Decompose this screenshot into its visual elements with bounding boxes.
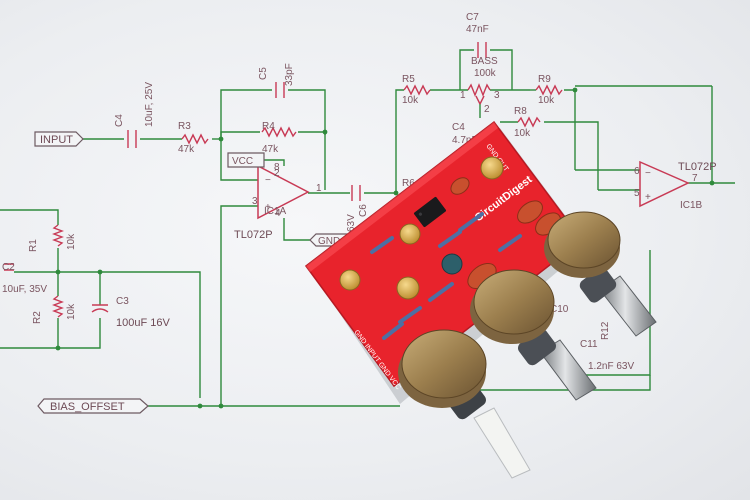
pin-2: 2 — [274, 168, 280, 179]
opamp-ic1a: − + — [257, 164, 310, 220]
opamp-ic1b: − + — [639, 160, 690, 208]
pot-pin-1: 1 — [460, 90, 466, 101]
c4b-name: C4 — [452, 122, 465, 133]
r12-name: R12 — [600, 321, 611, 340]
r1-value: 10k — [66, 233, 77, 250]
svg-text:−: − — [265, 175, 271, 186]
bass-value: 100k — [474, 68, 497, 79]
c11-value: 1.2nF 63V — [588, 361, 634, 372]
r6-name: R6 — [402, 178, 415, 189]
c11-name: C11 — [580, 339, 598, 350]
bias-offset-label: BIAS_OFFSET — [50, 401, 125, 413]
c7-name: C7 — [466, 12, 479, 23]
electrolytic-caps — [339, 156, 504, 300]
pin-8: 8 — [274, 162, 280, 173]
c2-value: 10uF, 35V — [2, 284, 47, 295]
pin-7: 7 — [692, 173, 698, 184]
r4-name: R4 — [262, 121, 275, 132]
r3-value: 47k — [178, 144, 195, 155]
potentiometer-left — [398, 329, 531, 479]
r8-value: 10k — [514, 128, 531, 139]
ic1b-name: IC1B — [680, 200, 703, 211]
c6-name: C6 — [358, 204, 369, 217]
pot-pin-2: 2 — [484, 104, 490, 115]
r2-value: 10k — [66, 303, 77, 320]
vcc-port-tag — [227, 152, 265, 168]
c5-value: 33pF — [284, 63, 295, 86]
bias-offset-port-tag — [37, 398, 149, 414]
film-caps — [450, 177, 561, 290]
ic1a-name: IC1A — [264, 206, 287, 217]
junction-dots — [55, 87, 715, 409]
vcc-label: VCC — [232, 156, 253, 167]
r9-name: R9 — [538, 74, 551, 85]
r4-value: 47k — [262, 144, 279, 155]
pin-3: 3 — [252, 196, 258, 207]
ic-chip — [414, 196, 446, 228]
r9-value: 10k — [538, 95, 555, 106]
input-label: INPUT — [40, 134, 73, 146]
r2-name: R2 — [32, 311, 43, 324]
input-port-tag — [34, 131, 84, 147]
gnd-label: GND — [318, 236, 340, 247]
c7-value: 47nF — [466, 24, 489, 35]
svg-text:+: + — [265, 202, 271, 213]
pin-6: 6 — [634, 166, 640, 177]
c10-name: C10 — [550, 304, 569, 315]
r8-name: R8 — [514, 106, 527, 117]
r1-name: R1 — [28, 239, 39, 252]
c3-value: 100uF 16V — [116, 317, 170, 329]
c5-name: C5 — [258, 67, 269, 80]
svg-text:−: − — [645, 168, 651, 179]
pot-pin-3: 3 — [494, 90, 500, 101]
c4-value: 10uF, 25V — [144, 82, 155, 127]
c4b-value: 4.7nF — [452, 135, 478, 146]
svg-text:+: + — [645, 192, 651, 203]
schematic-symbols — [4, 42, 563, 318]
potentiometer-right — [544, 211, 657, 337]
pcb-board: GND INPUT GND VCC GND OUT CircuitDigest — [304, 120, 584, 391]
schematic-labels: INPUT BIAS_OFFSET VCC GND C4 10uF, 25V R… — [2, 12, 717, 413]
ic1a-part: TL072P — [234, 229, 273, 241]
r5-name: R5 — [402, 74, 415, 85]
c6-value: 63V — [346, 214, 357, 232]
bass-name: BASS — [471, 56, 498, 67]
pin-4: 4 — [275, 208, 281, 219]
resistors — [370, 212, 522, 340]
c4-name: C4 — [114, 114, 125, 127]
c2-name: C2 — [2, 262, 15, 273]
pin-1: 1 — [316, 183, 322, 194]
pin-5: 5 — [634, 188, 640, 199]
r5-value: 10k — [402, 95, 419, 106]
c3-name: C3 — [116, 296, 129, 307]
ic1b-part: TL072P — [678, 161, 717, 173]
potentiometer-middle — [470, 269, 597, 401]
r3-name: R3 — [178, 121, 191, 132]
